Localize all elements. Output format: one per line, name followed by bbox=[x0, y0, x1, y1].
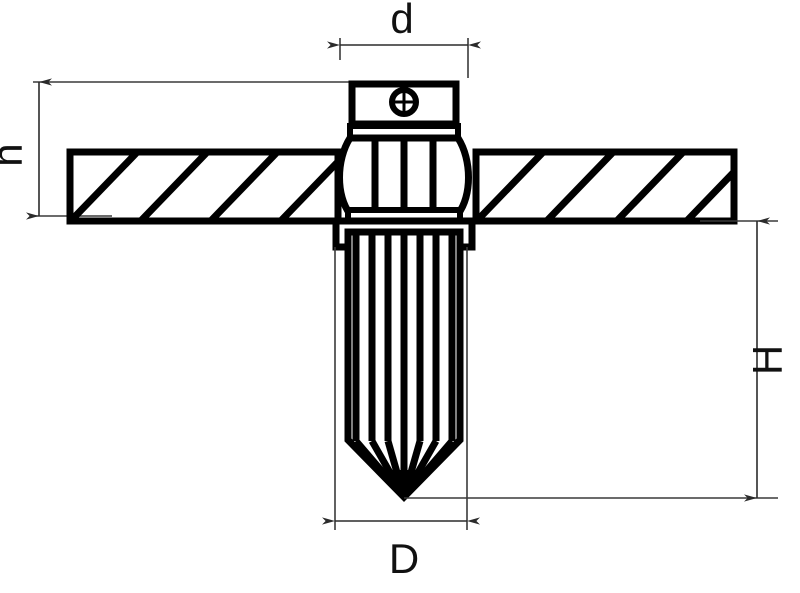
shaft-ribs bbox=[352, 232, 456, 497]
expansion-barrel bbox=[336, 134, 472, 218]
dim-H-label: H bbox=[744, 345, 791, 375]
anchor-shaft-assembly bbox=[344, 228, 464, 502]
right-beam-hatching bbox=[476, 152, 734, 221]
dim-D-label: D bbox=[389, 535, 419, 582]
dimension-H: H bbox=[404, 217, 791, 502]
left-beam-outline bbox=[66, 148, 342, 225]
left-beam bbox=[66, 148, 342, 225]
dim-d-label: d bbox=[390, 0, 413, 42]
dimension-d: d bbox=[327, 0, 481, 78]
head-collar bbox=[348, 80, 460, 128]
left-beam-hatching bbox=[70, 152, 338, 221]
right-beam bbox=[472, 148, 738, 225]
right-beam-outline bbox=[472, 148, 738, 225]
tip-point bbox=[386, 470, 422, 497]
dim-h-label: h bbox=[0, 143, 31, 166]
expansion-barrel-ribs bbox=[371, 138, 437, 214]
dimension-D: D bbox=[322, 247, 480, 582]
